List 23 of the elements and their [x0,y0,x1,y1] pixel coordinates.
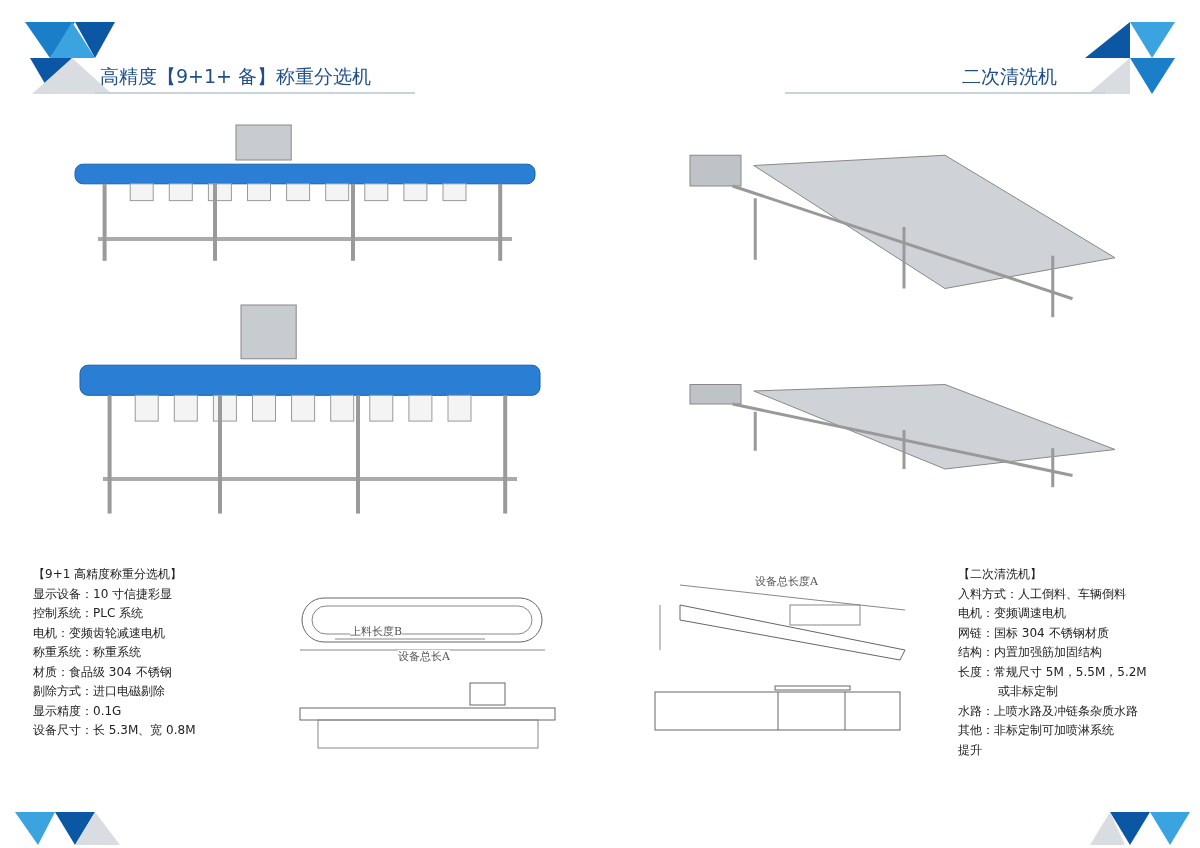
spec-text: 提升 [958,742,982,758]
spec-text: 电机：变频调速电机 [958,606,1066,621]
spec-text: 设备尺寸：长 5.3M、宽 0.8M [33,723,196,738]
dimension-label: 设备总长度A [755,575,818,588]
spec-text: 控制系统：PLC 系统 [33,606,144,621]
spec-text: 剔除方式：进口电磁剔除 [33,684,165,699]
spec-text: 【9+1 高精度称重分选机】 [33,567,183,582]
spec-text: 显示设备：10 寸信捷彩显 [33,586,173,602]
heading: 二次清洗机 [962,64,1057,88]
spec-text: 长度：常规尺寸 5M，5.5M，5.2M 或非标定制 [958,663,1148,700]
spec-text: 电机：变频齿轮减速电机 [33,625,165,641]
spec-text: 【二次清洗机】 [958,567,1042,582]
heading: 高精度【9+1+ 备】称重分选机 [100,64,372,88]
dimension-label: 设备总长A [398,650,450,663]
spec-text: 显示精度：0.1G [33,703,122,719]
spec-text: 网链：国标 304 不锈钢材质 [958,625,1109,641]
spec-text: 称重系统：称重系统 [33,645,141,660]
spec-text: 材质：食品级 304 不锈钢 [33,664,172,680]
spec-text: 水路：上喷水路及冲链条杂质水路 [958,703,1138,719]
spec-text: 结构：内置加强筋加固结构 [958,645,1102,660]
spec-text: 其他：非标定制可加喷淋系统 [958,723,1114,738]
spec-text: 入料方式：人工倒料、车辆倒料 [958,586,1126,602]
dimension-label: 上料长度B [350,625,403,638]
